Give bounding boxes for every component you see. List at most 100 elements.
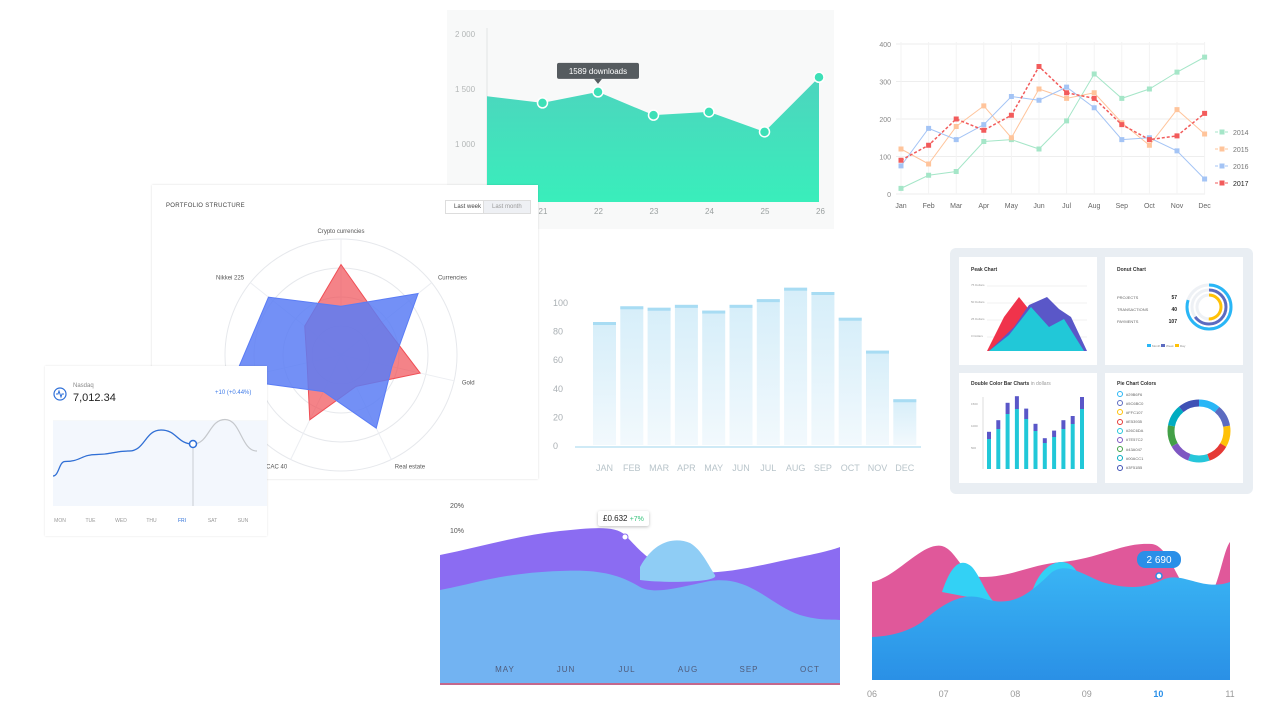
series-point <box>926 161 932 167</box>
bar-top <box>1070 416 1075 424</box>
pie-ring-segment <box>1167 399 1231 463</box>
x-tick-label: 09 <box>1082 689 1092 699</box>
y-tick-label: 200 <box>879 117 891 124</box>
bar <box>647 307 671 445</box>
bar-top <box>987 431 991 439</box>
donut-legend-swatch <box>1147 344 1151 347</box>
data-point <box>703 106 715 118</box>
bar-bottom <box>1024 419 1029 469</box>
y-tick-label: 2 000 <box>455 30 476 39</box>
x-tick-label: JUN <box>732 463 750 473</box>
x-tick-label: 22 <box>594 207 603 216</box>
pie-ring-chart <box>1167 399 1231 463</box>
bar-bottom <box>987 439 991 469</box>
x-tick-label: SEP <box>739 665 758 674</box>
pie-color-row: #3F51B5 <box>1117 464 1143 471</box>
bar-cap <box>647 307 671 311</box>
x-tick-label: Apr <box>978 203 990 210</box>
pie-color-label: #3F51B5 <box>1126 465 1143 470</box>
pie-color-swatch <box>1117 464 1123 471</box>
pie-color-swatch <box>1117 400 1123 407</box>
cursor-point <box>188 439 198 449</box>
bar <box>674 304 698 445</box>
percent-tooltip-value: £0.632 <box>603 514 628 523</box>
series-point <box>981 103 987 109</box>
pie-color-label: #FFC107 <box>1126 409 1143 415</box>
pie-color-swatch <box>1117 436 1123 443</box>
series-point <box>926 142 932 148</box>
donut-legend-label: Day <box>1180 344 1186 348</box>
x-tick-label: SAT <box>208 518 217 524</box>
donut-arc <box>1185 283 1233 331</box>
pie-color-row: #26C6DA <box>1117 427 1143 434</box>
series-point <box>1064 95 1070 101</box>
x-tick-label: 23 <box>650 207 659 216</box>
x-tick-label: FRI <box>178 518 186 524</box>
series-point <box>1036 97 1042 103</box>
donut-arc <box>1190 288 1228 326</box>
series-point <box>1174 133 1180 139</box>
series-point <box>981 139 987 144</box>
series-point <box>1008 112 1014 118</box>
pie-color-swatch <box>1117 427 1123 434</box>
blue-area <box>440 570 840 685</box>
x-tick-label: Aug <box>1088 203 1101 210</box>
pie-ring-segment <box>1167 399 1231 463</box>
donut-chart-title: Donut Chart <box>1117 267 1146 273</box>
pie-color-row: #5C6BC0 <box>1117 400 1143 407</box>
last-month-button[interactable]: Last month <box>483 200 531 214</box>
pie-color-row: #7E57C2 <box>1117 436 1143 443</box>
y-tick-label: 500 <box>971 446 976 450</box>
series-point <box>1036 86 1042 92</box>
x-tick-label: AUG <box>786 463 806 473</box>
tooltip-box <box>557 62 639 79</box>
series-point <box>953 169 959 174</box>
nasdaq-line <box>52 429 194 477</box>
bar <box>866 350 889 445</box>
pie-color-label: #00ACC1 <box>1126 455 1144 461</box>
series-point <box>898 163 904 169</box>
series-point <box>1064 84 1070 90</box>
x-tick-label: AUG <box>678 665 698 674</box>
pie-color-swatch <box>1117 446 1123 453</box>
nasdaq-label: Nasdaq <box>73 383 94 389</box>
pie-color-swatch <box>1117 409 1123 416</box>
series-point <box>1202 176 1208 182</box>
x-tick-label: JUL <box>618 665 635 674</box>
x-tick-label: APR <box>677 463 696 473</box>
x-tick-label: FEB <box>623 463 641 473</box>
radar-axis-label: Nikkei 225 <box>216 276 245 282</box>
tooltip-point <box>621 533 629 541</box>
percent-tooltip-change: +7% <box>629 516 644 523</box>
series-point <box>1202 131 1208 137</box>
y-tick-label: 100 <box>553 298 568 308</box>
donut-stat-label: PROJECTS <box>1117 295 1139 300</box>
bar-top <box>996 420 1001 429</box>
x-tick-label: 10 <box>1153 689 1163 699</box>
x-tick-label: May <box>1005 203 1019 210</box>
last-week-button[interactable]: Last week <box>445 200 491 214</box>
bar-bottom <box>996 429 1001 469</box>
donut-stat-value: 107 <box>1168 319 1177 325</box>
bar-cap <box>593 322 616 326</box>
x-tick-label: 06 <box>867 689 877 699</box>
plot-background <box>53 421 267 506</box>
radar-axis-label: Currencies <box>438 276 467 282</box>
series-line-2016 <box>900 86 1205 180</box>
bar-cap <box>729 304 753 308</box>
y-tick-label: 40 <box>553 384 563 394</box>
donut-stat-label: PAYMENTS <box>1117 319 1139 324</box>
series-point <box>1202 54 1208 60</box>
x-tick-label: 25 <box>761 207 770 216</box>
legend-label: 2014 <box>1233 130 1249 137</box>
x-tick-label: Nov <box>1171 203 1184 210</box>
double-bar-title: Double Color Bar Charts in dollars <box>971 381 1051 387</box>
peak-chart-title: Peak Chart <box>971 267 998 273</box>
series-point <box>1174 107 1180 113</box>
data-point <box>647 109 660 121</box>
radar-axis-label: Gold <box>462 381 475 387</box>
